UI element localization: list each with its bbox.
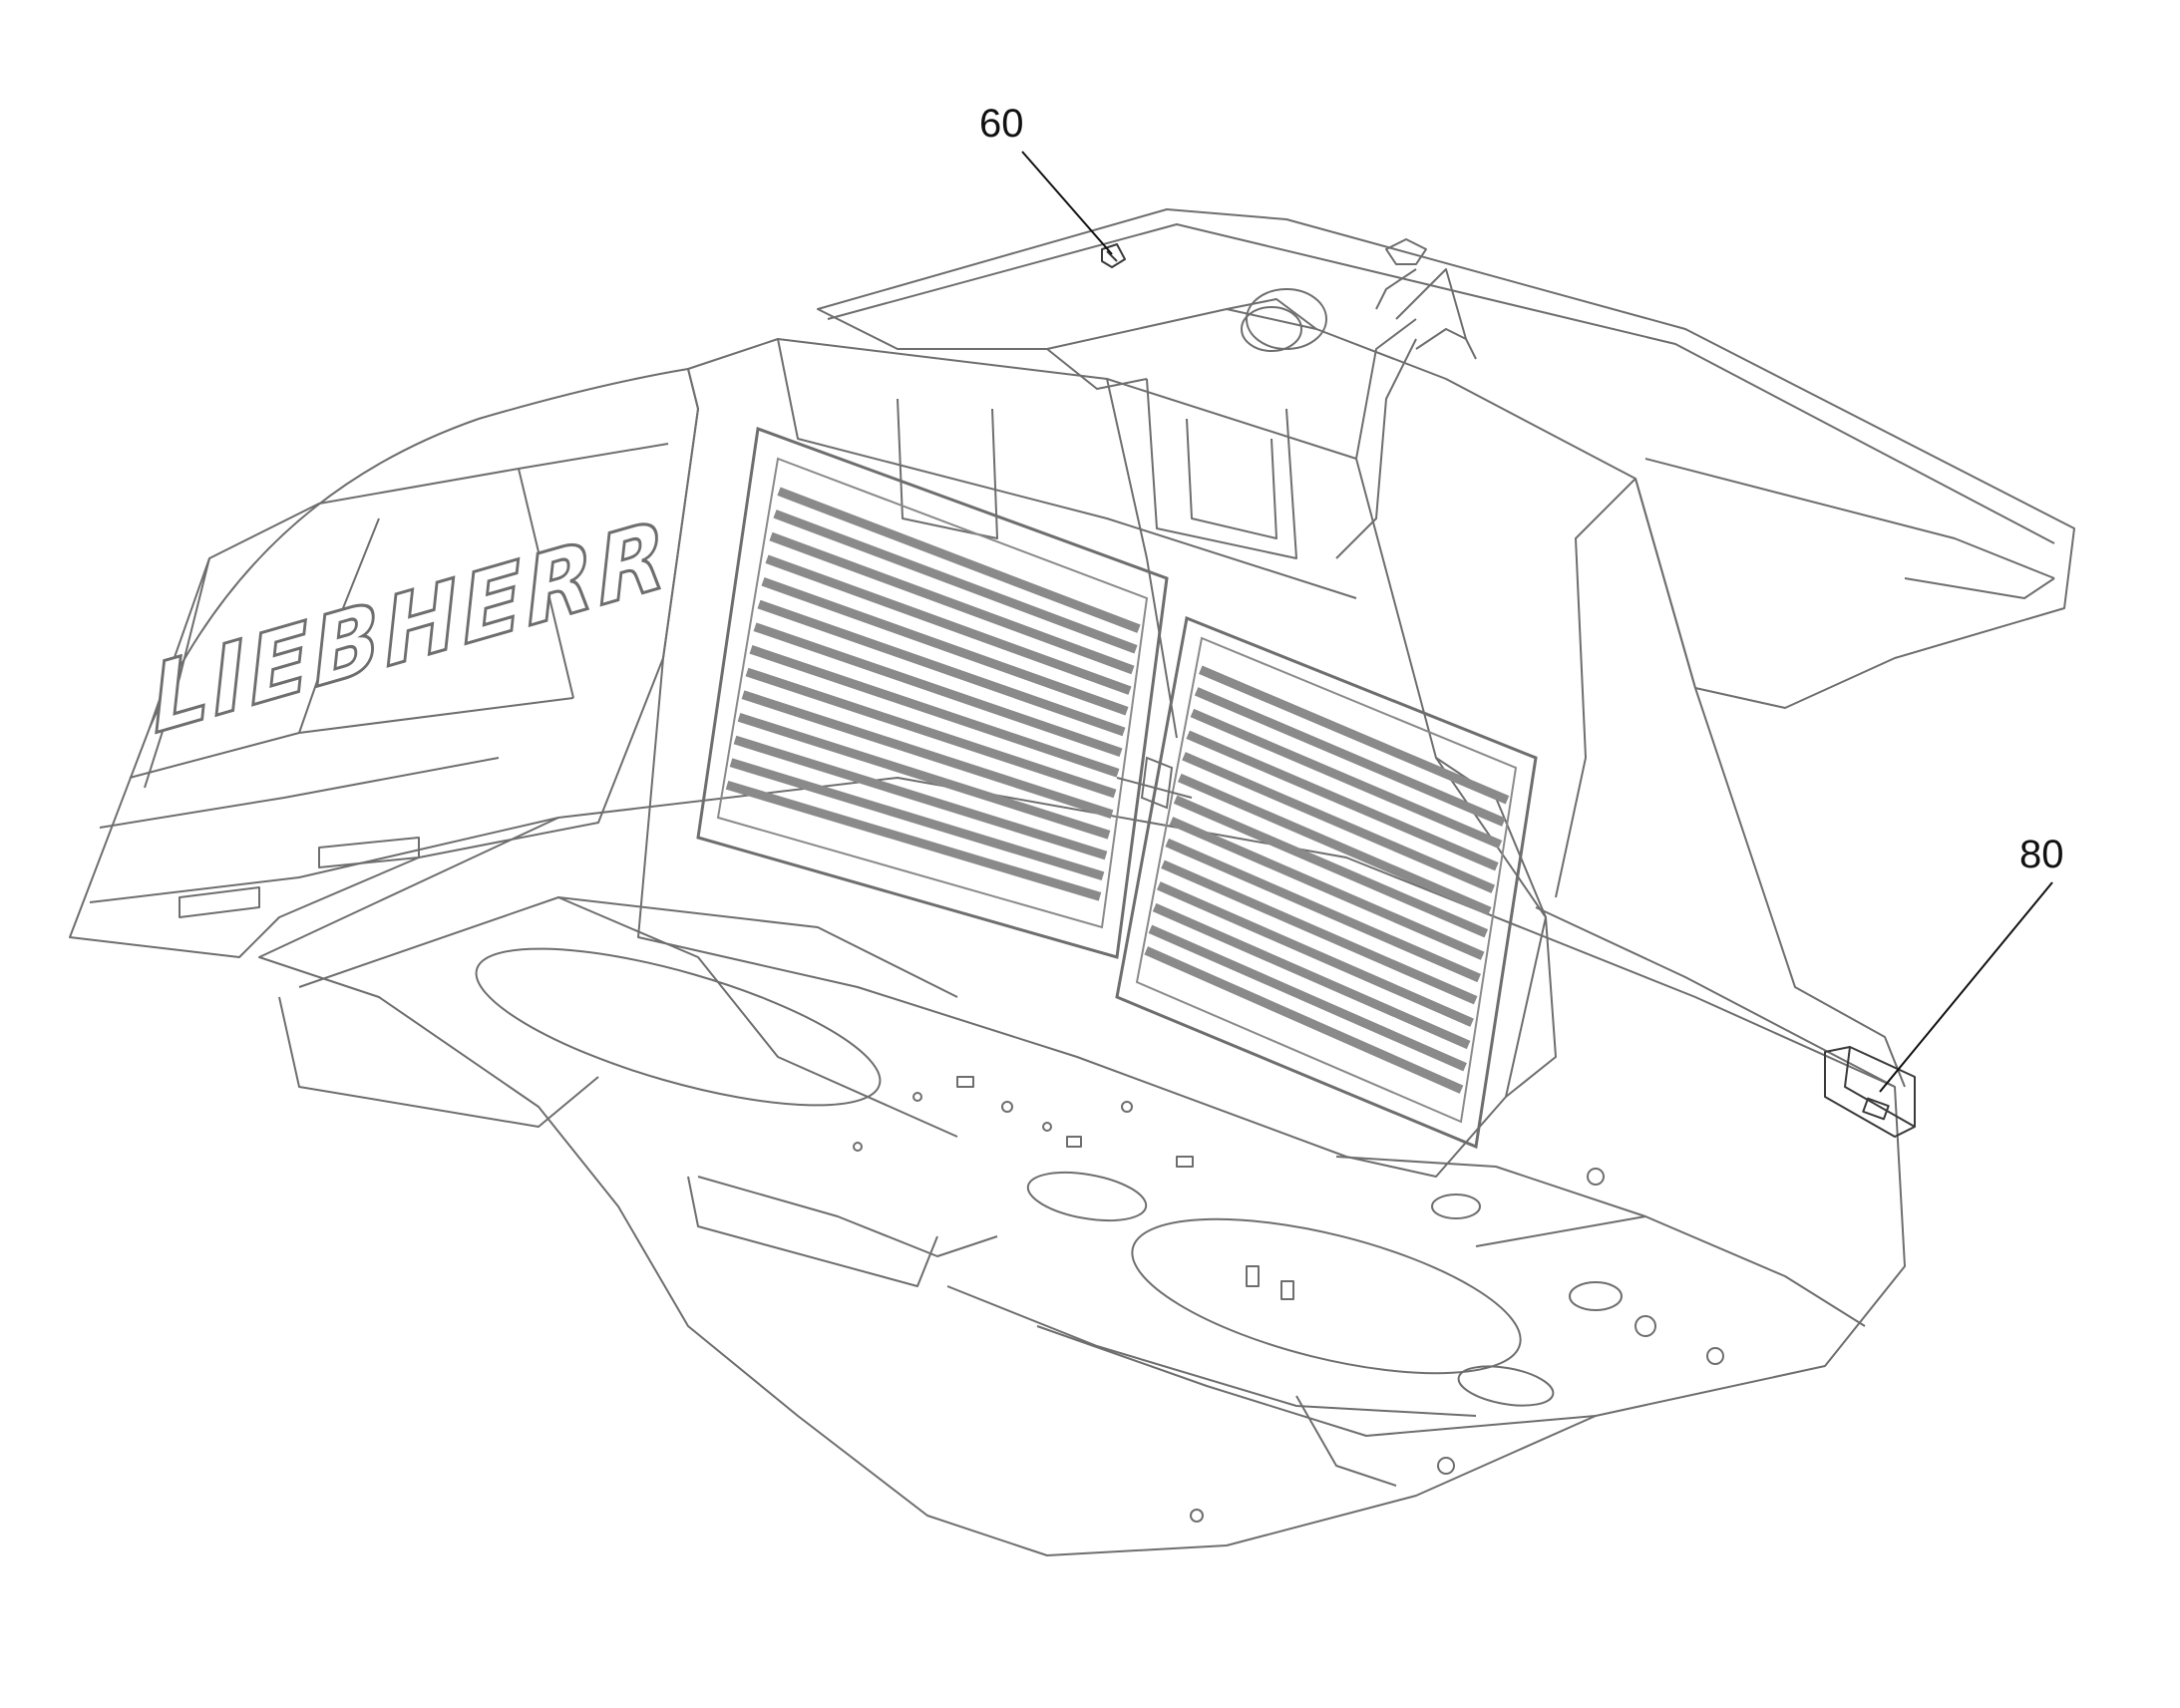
- left-grille-slat: [729, 758, 1105, 881]
- right-grille-slat: [1190, 708, 1503, 850]
- left-grille-slat: [737, 713, 1111, 840]
- left-grille-slat: [745, 667, 1117, 799]
- left-grille-slat: [769, 531, 1135, 675]
- part-80: [1824, 1046, 1916, 1138]
- roof-details: [1241, 288, 1477, 559]
- left-grille-slat: [761, 577, 1129, 716]
- roof-frame: [817, 208, 2075, 1088]
- part-60: [1101, 243, 1126, 268]
- callout-80-leader: [1879, 881, 2053, 1093]
- right-grille-slat: [1156, 881, 1474, 1027]
- right-grille-slat: [1165, 838, 1481, 983]
- underside-openings: [475, 947, 1623, 1407]
- callout-80-label: 80: [2019, 833, 2064, 876]
- right-grille-slat: [1199, 665, 1510, 805]
- callout-60-leader: [1021, 151, 1113, 255]
- left-radiator-grille: [696, 426, 1169, 959]
- engine-hood: [69, 368, 699, 958]
- left-grille-slat: [725, 780, 1102, 901]
- callout-80: 80: [1879, 833, 2064, 1093]
- left-grille-slat: [777, 487, 1141, 633]
- liebherr-logo: LIEBHERR: [147, 497, 674, 757]
- callout-60-label: 60: [979, 102, 1024, 146]
- right-grille-slat: [1169, 817, 1485, 960]
- right-grille-slat: [1194, 687, 1506, 827]
- machine-body: [69, 208, 2075, 1556]
- left-grille-slat: [733, 735, 1108, 860]
- left-grille-slat: [741, 690, 1114, 819]
- grille-latch: [1116, 756, 1193, 810]
- left-grille-slat: [749, 645, 1120, 778]
- cab: [637, 318, 1896, 1178]
- right-grille-slat: [1182, 752, 1496, 893]
- right-grille-slat: [1148, 924, 1467, 1072]
- right-grille-slat: [1173, 795, 1489, 938]
- right-grille-slat: [1161, 859, 1478, 1005]
- right-radiator-grille: [1115, 615, 1538, 1150]
- left-grille-slat: [753, 622, 1123, 757]
- left-grille-slat: [773, 510, 1138, 654]
- right-grille-slat: [1144, 946, 1464, 1094]
- callout-60: 60: [979, 102, 1113, 255]
- right-grille-slat: [1186, 730, 1499, 871]
- right-grille-slat: [1178, 773, 1492, 916]
- left-grille-slat: [765, 554, 1132, 695]
- svg-text:LIEBHERR: LIEBHERR: [149, 499, 673, 756]
- right-grille-slat: [1152, 902, 1471, 1050]
- fasteners: [853, 1076, 1724, 1523]
- left-grille-slat: [757, 599, 1126, 737]
